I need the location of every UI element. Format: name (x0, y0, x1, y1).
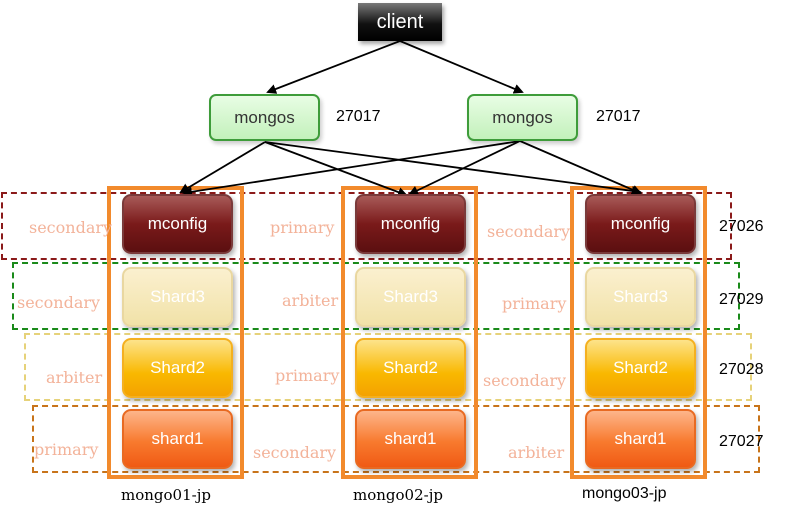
mconfig-node-1: mconfig (122, 194, 233, 254)
role-shard3-host3: primary (502, 294, 567, 313)
shard3-node-2: Shard3 (355, 267, 466, 327)
mongos-router-2: mongos (467, 94, 578, 141)
role-shard2-host1: arbiter (46, 368, 103, 387)
shard2-node-2: Shard2 (355, 338, 466, 398)
role-shard2-host3: secondary (483, 371, 567, 390)
mconfig-node-3: mconfig (585, 194, 696, 254)
role-shard2-host2: primary (275, 366, 340, 385)
role-shard3-host1: secondary (17, 293, 101, 312)
arrow-mongos1-to-mconfig-2 (264, 141, 408, 197)
shard2-node-3: Shard2 (585, 338, 696, 398)
client-node: client (358, 3, 442, 41)
role-shard1-host1: primary (34, 440, 99, 459)
shard3-node-3: Shard3 (585, 267, 696, 327)
arrow-mongos2-to-mconfig-3 (519, 140, 642, 195)
mongos-2-port: 27017 (596, 108, 641, 125)
host-label-2: mongo02-jp (353, 486, 443, 504)
role-shard3-host2: arbiter (282, 291, 339, 310)
shard3-node-1: Shard3 (122, 267, 233, 327)
host-label-1: mongo01-jp (121, 486, 211, 504)
config-row-band (1, 192, 732, 260)
arrow-mongos1-to-mconfig-3 (264, 141, 642, 196)
mongos-1-port: 27017 (336, 108, 381, 125)
role-mconfig-host3: secondary (487, 222, 571, 241)
mconfig-node-2: mconfig (355, 194, 466, 254)
shard1-row-band (32, 405, 760, 473)
mongos-router-1: mongos (209, 94, 320, 141)
host-column-1 (107, 186, 244, 479)
shard1-node-2: shard1 (355, 409, 466, 469)
role-shard1-host2: secondary (253, 443, 337, 462)
arrow-mongos2-to-mconfig-1 (182, 140, 521, 197)
shard3-row-band (12, 262, 740, 330)
port-shard1: 27027 (719, 433, 764, 450)
host-label-3: mongo03-jp (582, 485, 667, 502)
role-mconfig-host1: secondary (29, 218, 113, 237)
port-shard2: 27028 (719, 361, 764, 378)
shard2-node-1: Shard2 (122, 338, 233, 398)
arrow-mongos1-to-mconfig-1 (179, 141, 266, 194)
shard2-row-band (24, 333, 752, 401)
port-shard3: 27029 (719, 291, 764, 308)
role-shard1-host3: arbiter (508, 443, 565, 462)
port-mconfig: 27026 (719, 218, 764, 235)
shard1-node-3: shard1 (585, 409, 696, 469)
arrow-client-to-mongos-2 (399, 40, 524, 94)
arrow-mongos2-to-mconfig-2 (408, 140, 521, 196)
shard1-node-1: shard1 (122, 409, 233, 469)
arrow-client-to-mongos-1 (266, 40, 401, 94)
role-mconfig-host2: primary (270, 218, 335, 237)
